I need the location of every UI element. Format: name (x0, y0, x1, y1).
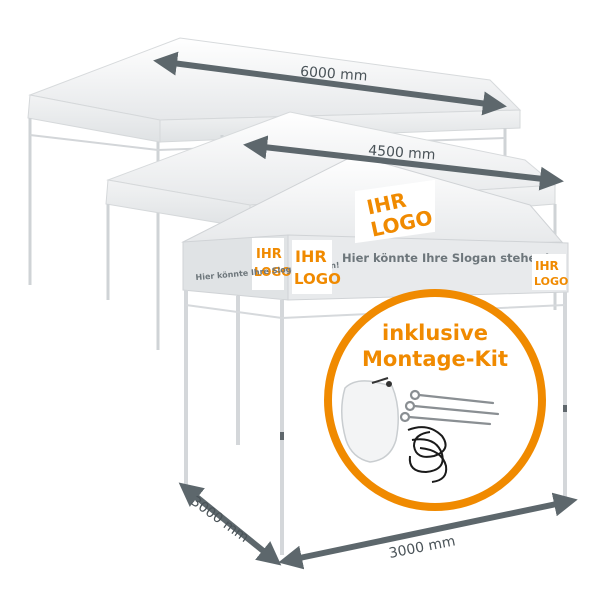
label-6000: 6000 mm (300, 64, 368, 85)
rope-icon (407, 426, 448, 483)
bag-icon (341, 377, 399, 463)
arrow-width (278, 492, 578, 570)
label-4500: 4500 mm (368, 143, 436, 164)
roof-logo: IHR LOGO (355, 179, 435, 244)
front-logo-left-line1: IHR (295, 247, 327, 266)
front-logo-right-line1: IHR (535, 259, 559, 273)
badge-line1: inklusive (382, 321, 488, 345)
front-slogan: Hier könnte Ihre Slogan stehen! (342, 251, 550, 265)
montage-kit-badge: inklusive Montage-Kit (324, 289, 546, 511)
arrow-4500 (243, 135, 564, 191)
arrow-depth (178, 482, 282, 566)
front-logo-right-line2: LOGO (534, 275, 568, 288)
arrow-6000 (153, 51, 507, 116)
front-logo-left-line2: LOGO (294, 270, 341, 288)
tent-pegs-icon (399, 389, 500, 426)
front-valance-print: IHR LOGO Hier könnte Ihre Slogan stehen!… (292, 240, 568, 294)
side-logo-line1: IHR (256, 247, 282, 262)
badge-line2: Montage-Kit (362, 347, 508, 371)
side-logo-line2: LOGO (254, 265, 291, 279)
label-depth: 3000 mm (188, 493, 252, 546)
